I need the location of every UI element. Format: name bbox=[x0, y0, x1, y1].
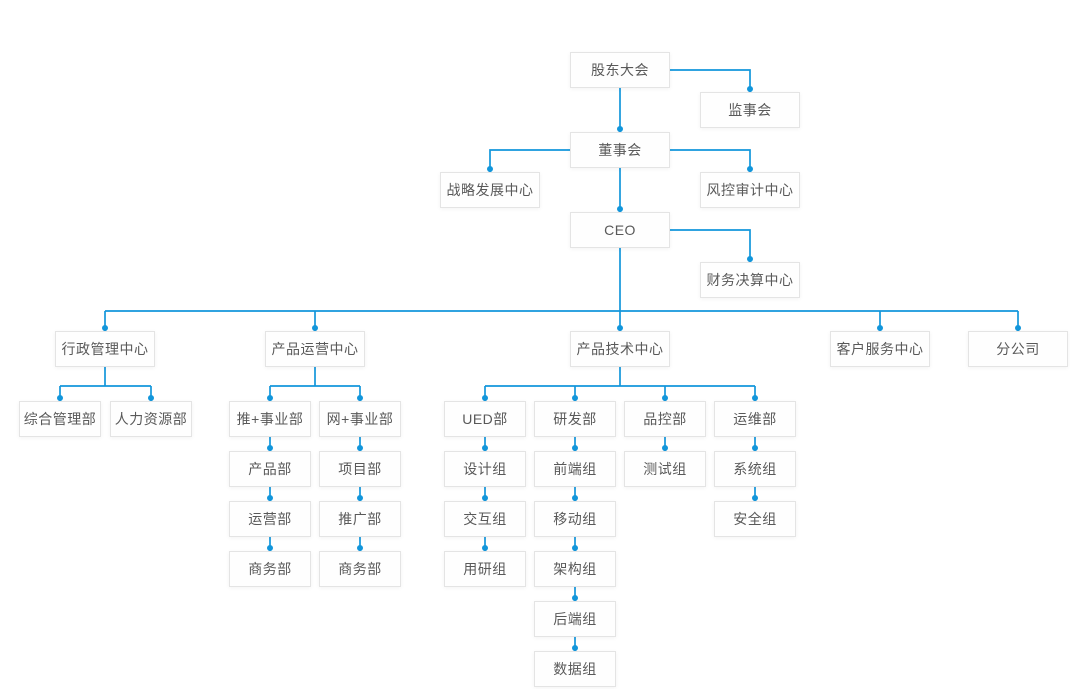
org-node-supervisory-board[interactable]: 监事会 bbox=[700, 92, 800, 128]
org-node-risk-audit-center[interactable]: 风控审计中心 bbox=[700, 172, 800, 208]
connector-line bbox=[670, 69, 751, 92]
org-node-product-tech-center[interactable]: 产品技术中心 bbox=[570, 331, 670, 367]
org-node-branch-company[interactable]: 分公司 bbox=[968, 331, 1068, 367]
org-node-shareholders-meeting[interactable]: 股东大会 bbox=[570, 52, 670, 88]
org-node-admin-center[interactable]: 行政管理中心 bbox=[55, 331, 155, 367]
org-node-testing-group[interactable]: 测试组 bbox=[624, 451, 706, 487]
org-node-operations-dept[interactable]: 运营部 bbox=[229, 501, 311, 537]
org-node-backend-group[interactable]: 后端组 bbox=[534, 601, 616, 637]
org-node-design-group[interactable]: 设计组 bbox=[444, 451, 526, 487]
org-node-ceo[interactable]: CEO bbox=[570, 212, 670, 248]
org-node-security-group[interactable]: 安全组 bbox=[714, 501, 796, 537]
connector-line bbox=[670, 149, 751, 172]
org-node-system-group[interactable]: 系统组 bbox=[714, 451, 796, 487]
org-node-architecture-group[interactable]: 架构组 bbox=[534, 551, 616, 587]
org-node-data-group[interactable]: 数据组 bbox=[534, 651, 616, 687]
org-node-business-dept-tui[interactable]: 商务部 bbox=[229, 551, 311, 587]
connector-line bbox=[489, 149, 570, 172]
org-node-business-dept-wang[interactable]: 商务部 bbox=[319, 551, 401, 587]
connector-line bbox=[670, 229, 751, 262]
org-node-tui-business-unit[interactable]: 推+事业部 bbox=[229, 401, 311, 437]
org-node-board-of-directors[interactable]: 董事会 bbox=[570, 132, 670, 168]
org-node-rd-dept[interactable]: 研发部 bbox=[534, 401, 616, 437]
org-node-finance-center[interactable]: 财务决算中心 bbox=[700, 262, 800, 298]
org-node-project-dept[interactable]: 项目部 bbox=[319, 451, 401, 487]
org-node-strategy-center[interactable]: 战略发展中心 bbox=[440, 172, 540, 208]
org-node-devops-dept[interactable]: 运维部 bbox=[714, 401, 796, 437]
org-node-mobile-group[interactable]: 移动组 bbox=[534, 501, 616, 537]
org-node-product-ops-center[interactable]: 产品运营中心 bbox=[265, 331, 365, 367]
org-node-interaction-group[interactable]: 交互组 bbox=[444, 501, 526, 537]
org-node-ued-dept[interactable]: UED部 bbox=[444, 401, 526, 437]
org-node-hr-dept[interactable]: 人力资源部 bbox=[110, 401, 192, 437]
org-node-promotion-dept[interactable]: 推广部 bbox=[319, 501, 401, 537]
org-node-frontend-group[interactable]: 前端组 bbox=[534, 451, 616, 487]
org-node-qc-dept[interactable]: 品控部 bbox=[624, 401, 706, 437]
org-node-wang-business-unit[interactable]: 网+事业部 bbox=[319, 401, 401, 437]
org-node-user-research-group[interactable]: 用研组 bbox=[444, 551, 526, 587]
org-node-customer-service-center[interactable]: 客户服务中心 bbox=[830, 331, 930, 367]
org-node-product-dept[interactable]: 产品部 bbox=[229, 451, 311, 487]
org-node-general-mgmt-dept[interactable]: 综合管理部 bbox=[19, 401, 101, 437]
